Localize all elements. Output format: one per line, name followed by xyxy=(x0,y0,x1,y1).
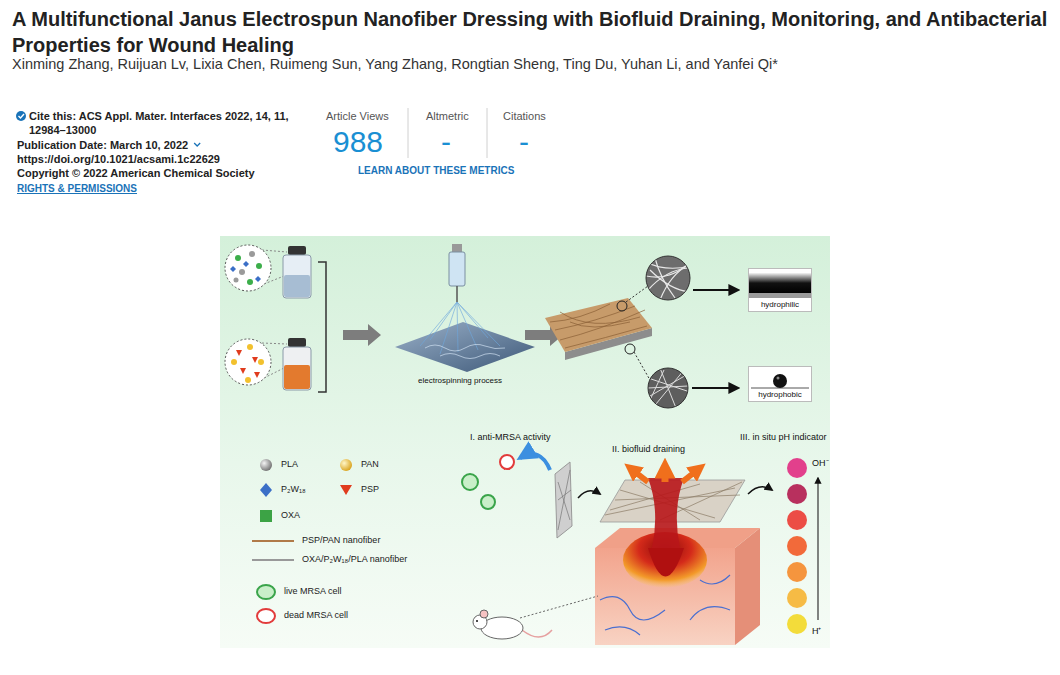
metric-heading: Article Views xyxy=(326,110,389,123)
contact-angle-image: hydrophilic xyxy=(748,268,812,312)
process-label: electrospinning process xyxy=(418,376,502,386)
legend-label: PSP xyxy=(361,484,379,495)
citation: Cite this: ACS Appl. Mater. Interfaces 2… xyxy=(29,109,319,137)
metric-value: - xyxy=(441,124,451,160)
ph-end-label: H⁺ xyxy=(812,626,822,637)
solution-vials xyxy=(225,245,381,392)
janus-mat xyxy=(545,256,738,408)
image-caption: hydrophobic xyxy=(749,390,811,399)
electrospinning-setup xyxy=(395,244,563,372)
panel-heading: III. in situ pH indicator xyxy=(740,432,827,443)
legend-label: PAN xyxy=(361,459,379,470)
author-list: Xinming Zhang, Ruijuan Lv, Lixia Chen, R… xyxy=(12,56,778,73)
metric-heading: Altmetric xyxy=(426,110,469,123)
metric-value: 988 xyxy=(333,124,383,160)
metric-value: - xyxy=(519,124,529,160)
legend-label: live MRSA cell xyxy=(284,586,342,597)
contact-angle-image: hydrophobic xyxy=(748,366,812,402)
metric-heading: Citations xyxy=(503,110,546,123)
legend-label: P₂W₁₈ xyxy=(281,484,306,495)
mouse xyxy=(473,596,598,639)
publication-date: Publication Date: March 10, 2022 xyxy=(17,139,188,152)
legend-label: PLA xyxy=(281,459,298,470)
doi-link: https://doi.org/10.1021/acsami.1c22629 xyxy=(17,153,220,166)
skin-wound xyxy=(595,466,760,645)
cite-icon xyxy=(16,111,26,121)
metrics-link: LEARN ABOUT THESE METRICS xyxy=(358,165,514,177)
chevron-icon xyxy=(194,143,200,146)
paper-title: A Multifunctional Janus Electrospun Nano… xyxy=(12,6,1052,58)
image-caption: hydrophilic xyxy=(749,300,811,309)
legend-label: OXA/P₂W₁₈/PLA nanofiber xyxy=(302,554,407,565)
legend-label: dead MRSA cell xyxy=(284,610,348,621)
legend-label: OXA xyxy=(281,510,300,521)
figure-panel xyxy=(220,236,830,648)
panel-heading: II. biofluid draining xyxy=(612,444,685,455)
ph-scale xyxy=(787,458,818,634)
panel-heading: I. anti-MRSA activity xyxy=(470,432,551,443)
ph-end-label: OH⁻ xyxy=(812,458,829,469)
rights-link: RIGHTS & PERMISSIONS xyxy=(17,183,137,195)
copyright: Copyright © 2022 American Chemical Socie… xyxy=(17,167,255,180)
legend-label: PSP/PAN nanofiber xyxy=(302,535,380,546)
anti-mrsa-illustration xyxy=(462,454,772,538)
